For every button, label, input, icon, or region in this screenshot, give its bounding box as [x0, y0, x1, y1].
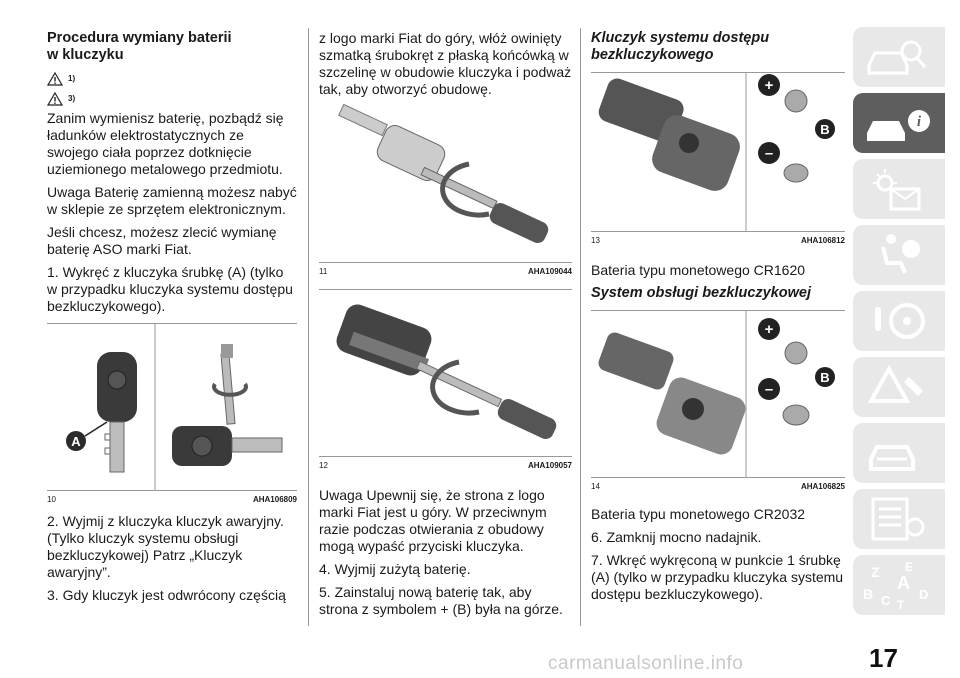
airbag-seat-icon	[881, 234, 920, 274]
keyless-fob-battery-illustration: + B –	[598, 73, 835, 231]
index-letter: E	[905, 560, 913, 574]
figure-code: AHA109044	[527, 267, 572, 276]
paragraph: Zanim wymienisz baterię, pozbądź się ład…	[47, 110, 284, 177]
index-letter: Z	[871, 564, 880, 580]
figure-13: + B – 13 AHA106812	[591, 72, 845, 245]
figure-code: AHA106812	[800, 236, 845, 245]
figure-14: + B – 14 AHA106825	[591, 310, 845, 491]
paragraph: z logo marki Fiat do góry, włóż owinięty…	[319, 30, 572, 97]
tab-warning-lights[interactable]	[853, 159, 945, 219]
figure-number: 14	[591, 482, 600, 491]
figure-number: 12	[319, 461, 328, 470]
svg-text:i: i	[917, 114, 922, 130]
paragraph: 6. Zamknij mocno nadajnik.	[591, 529, 762, 545]
callout-label: B	[820, 122, 829, 137]
page-number: 17	[869, 643, 898, 673]
paragraph: 4. Wyjmij zużytą baterię.	[319, 561, 471, 577]
paragraph: Bateria typu monetowego CR1620	[591, 262, 806, 278]
section-heading: Procedura wymiany baterii w kluczyku	[47, 30, 232, 63]
figure-code: AHA106809	[252, 495, 297, 504]
index-letter: C	[881, 593, 891, 608]
paragraph: 7. Wkręć wykręconą w punkcie 1 śrubkę (A…	[591, 552, 844, 602]
minus-symbol: –	[765, 145, 773, 162]
figure-10: A 10 AHA106809	[47, 323, 297, 504]
dashboard-lights-icon	[873, 169, 921, 211]
keyless-fob-battery-illustration: + B –	[598, 311, 835, 477]
paragraph: Bateria typu monetowego CR2032	[591, 506, 806, 522]
figure-caption: 13 AHA106812	[591, 236, 845, 245]
paragraph: Uwaga Upewnij się, że strona z logo mark…	[319, 487, 547, 554]
section-heading: Kluczyk systemu dostępu bezkluczykowego	[591, 30, 770, 63]
technical-data-icon	[871, 497, 925, 541]
warning-note: 3)	[47, 90, 297, 107]
paragraph: 1. Wykręć z kluczyka śrubkę (A) (tylko w…	[47, 264, 293, 314]
index-letter: A	[897, 573, 910, 593]
index-letter: D	[919, 587, 928, 602]
section-heading: System obsługi bezkluczykowej	[591, 285, 811, 301]
tab-knowing-instrument-panel[interactable]: i	[853, 93, 945, 153]
column-3: Kluczyk systemu dostępu bezkluczykowego …	[591, 30, 845, 609]
car-service-icon	[869, 445, 915, 471]
paragraph: 5. Zainstaluj nową baterię tak, aby stro…	[319, 584, 563, 617]
steering-wheel-icon	[875, 303, 925, 339]
screwdriver-opening-illustration	[336, 304, 557, 440]
figure-caption: 11 AHA109044	[319, 267, 572, 276]
column-divider	[308, 28, 309, 626]
warning-ref: 3)	[68, 94, 76, 103]
tab-starting-driving[interactable]	[853, 291, 945, 351]
tab-knowing-your-car[interactable]	[853, 27, 945, 87]
car-search-icon	[867, 40, 927, 75]
plus-symbol: +	[765, 321, 774, 338]
paragraph: 2. Wyjmij z kluczyka kluczyk awaryjny. (…	[47, 513, 284, 580]
key-screw-illustration: A	[66, 324, 283, 490]
car-info-icon: i	[867, 110, 930, 141]
paragraph: Uwaga Baterię zamienną możesz nabyć w sk…	[47, 184, 297, 217]
figure-number: 11	[319, 267, 328, 276]
figure-11: 11 AHA109044	[319, 104, 572, 276]
watermark: carmanualsonline.info	[548, 653, 744, 674]
column-2: z logo marki Fiat do góry, włóż owinięty…	[319, 30, 572, 624]
figure-number: 10	[47, 495, 56, 504]
figure-code: AHA109057	[527, 461, 572, 470]
figure-12: 12 AHA109057	[319, 289, 572, 470]
tab-servicing[interactable]	[853, 423, 945, 483]
tab-safety[interactable]	[853, 225, 945, 285]
warning-triangle-icon	[47, 91, 63, 106]
screwdriver-opening-illustration	[338, 104, 549, 244]
figure-number: 13	[591, 236, 600, 245]
warning-triangle-icon	[47, 71, 63, 86]
figure-caption: 10 AHA106809	[47, 495, 297, 504]
breakdown-triangle-icon	[867, 364, 923, 403]
tab-index[interactable]: Z E B C T D A	[853, 555, 945, 615]
index-letter: B	[863, 586, 873, 602]
alphabetical-index-icon: Z E B C T D A	[863, 560, 928, 612]
tab-in-emergency[interactable]	[853, 357, 945, 417]
figure-caption: 14 AHA106825	[591, 482, 845, 491]
minus-symbol: –	[765, 381, 773, 398]
column-1: Procedura wymiany baterii w kluczyku 1) …	[47, 30, 297, 610]
figure-caption: 12 AHA109057	[319, 461, 572, 470]
index-letter: T	[897, 598, 905, 612]
section-tabs: i Z E B C T D A	[853, 27, 945, 621]
paragraph: Jeśli chcesz, możesz zlecić wymianę bate…	[47, 224, 277, 257]
warning-note: 1)	[47, 70, 297, 87]
figure-code: AHA106825	[800, 482, 845, 491]
warning-ref: 1)	[68, 74, 76, 83]
paragraph: 3. Gdy kluczyk jest odwrócony częścią	[47, 587, 286, 603]
plus-symbol: +	[765, 77, 774, 94]
column-divider	[580, 28, 581, 626]
tab-technical-data[interactable]	[853, 489, 945, 549]
callout-label: A	[71, 434, 81, 449]
callout-label: B	[820, 370, 829, 385]
